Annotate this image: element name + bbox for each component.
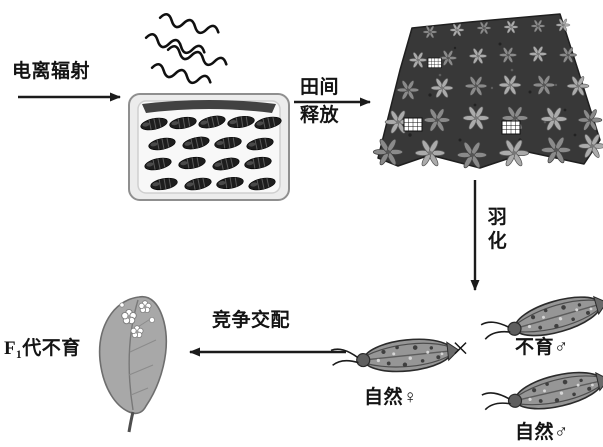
leaf-stem [127,411,135,433]
radiation-waves-icon [144,13,228,85]
competitive-mating-label: 竞争交配 [212,310,291,331]
field-marker-tag [501,120,521,135]
leaf-with-flowers-illustration [98,295,168,433]
leaf-blade [98,295,168,415]
natural-male-moth-illustration [480,363,603,424]
crop-field-illustration [372,13,603,170]
natural-female-label: 自然♀ [364,387,418,408]
natural-male-label: 自然♂ [515,422,569,443]
field-marker-tag [403,117,423,132]
field-marker-tag [427,57,442,69]
leaf-midrib [128,299,139,411]
f1-sterile-label: F₁代不育 [4,338,81,359]
flower-cluster [119,300,155,339]
ionizing-radiation-label: 电离辐射 [12,61,91,82]
field-release-label-line1: 田间 [300,77,340,98]
cross-mating-symbol: × [452,332,469,365]
tray-inner-shadow [142,100,276,113]
eclosion-label: 羽化 [487,207,508,252]
pupae-tray-illustration [128,93,290,201]
field-release-label-line2: 释放 [300,105,340,126]
sterile-male-label: 不育♂ [515,337,569,358]
natural-female-moth-illustration [329,333,462,380]
